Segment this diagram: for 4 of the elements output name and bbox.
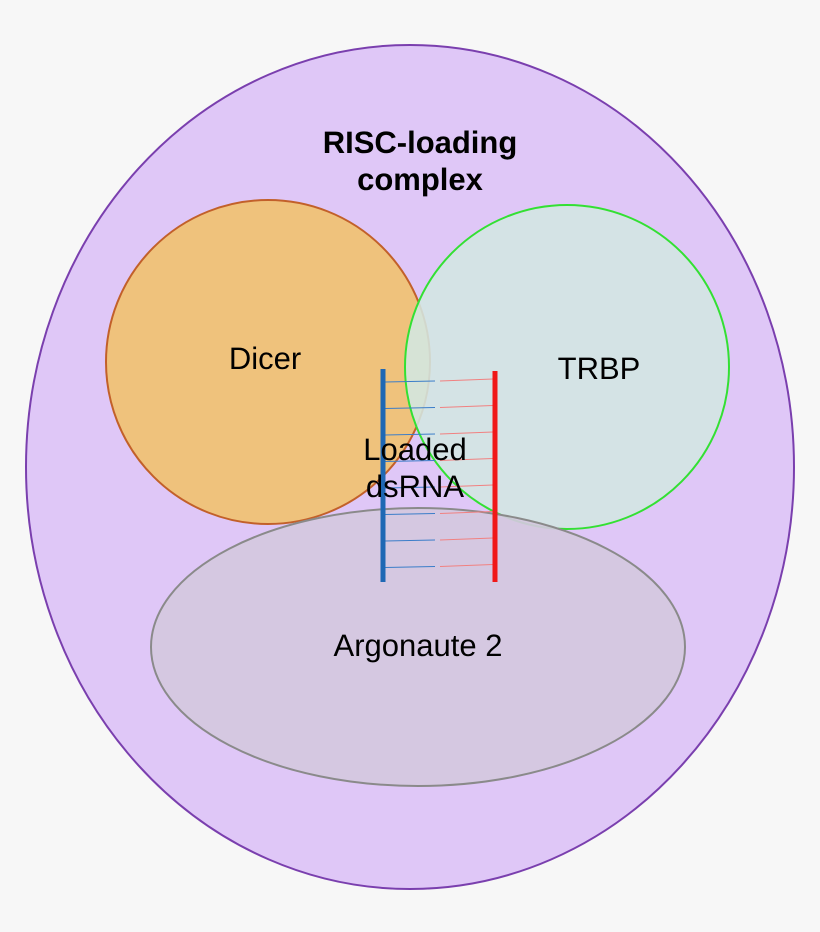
region-label: RISC-loading complex: [322, 124, 518, 198]
region-label: TRBP: [556, 350, 642, 387]
region-label: Argonaute 2: [332, 627, 504, 664]
region-label: Dicer: [228, 340, 302, 377]
